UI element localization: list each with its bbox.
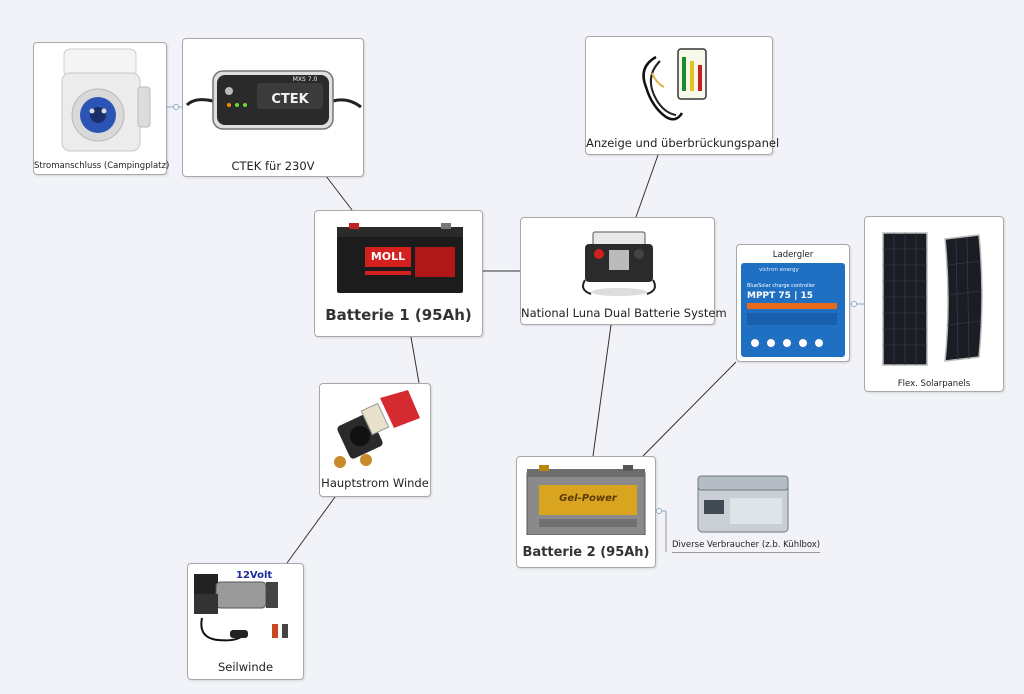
- battery2-brand: Gel-Power: [559, 493, 617, 504]
- node-national-luna[interactable]: National Luna Dual Batterie System: [520, 217, 727, 325]
- edge-display-luna: [635, 154, 659, 218]
- node-shore-power[interactable]: Stromanschluss (Campingplatz): [33, 42, 170, 175]
- node-ctek[interactable]: CTEK MXS 7.0 CTEK für 230V: [182, 38, 364, 177]
- charge-controller-connector[interactable]: [851, 301, 857, 307]
- node-main-switch[interactable]: Hauptstrom Winde: [319, 383, 431, 497]
- solar-label: Flex. Solarpanels: [897, 379, 971, 389]
- main-switch-image: [320, 388, 430, 472]
- ctek-label: CTEK für 230V: [231, 159, 315, 173]
- charge-controller-line: BlueSolar charge controller: [747, 283, 816, 289]
- node-battery1[interactable]: MOLL Batterie 1 (95Ah): [314, 210, 483, 337]
- ctek-brand-text: CTEK: [271, 92, 309, 107]
- shore-power-socket-image: [34, 45, 166, 157]
- winch-image: 12Volt: [188, 568, 303, 654]
- battery1-label: Batterie 1 (95Ah): [325, 306, 472, 324]
- edge-ctek-battery1: [325, 175, 353, 211]
- battery2-image: Gel-Power: [517, 465, 655, 536]
- node-solar[interactable]: Flex. Solarpanels: [864, 216, 1004, 392]
- edge-battery1-switch: [410, 336, 420, 384]
- ctek-charger-image: CTEK MXS 7.0: [183, 57, 363, 151]
- node-charge-controller[interactable]: Ladergler victron energy BlueSolar charg…: [736, 244, 850, 362]
- display-panel-image: [586, 43, 772, 127]
- charge-controller-model: MPPT 75 | 15: [747, 291, 814, 301]
- edge-switch-winch: [286, 496, 336, 564]
- consumers-image[interactable]: [694, 470, 792, 536]
- charge-controller-image: victron energy BlueSolar charge controll…: [737, 263, 849, 359]
- battery1-image: MOLL: [315, 223, 482, 295]
- national-luna-image: [521, 224, 714, 298]
- battery2-connector[interactable]: [656, 508, 662, 514]
- winch-label: Seilwinde: [217, 660, 274, 674]
- edge-controller-battery2: [642, 361, 737, 457]
- edge-luna-battery2: [592, 324, 612, 457]
- battery2-label: Batterie 2 (95Ah): [522, 545, 650, 560]
- national-luna-label: National Luna Dual Batterie System: [521, 306, 727, 320]
- charge-controller-brand: victron energy: [759, 267, 799, 273]
- shore-power-label: Stromanschluss (Campingplatz): [34, 161, 170, 171]
- ctek-model-text: MXS 7.0: [293, 76, 318, 83]
- main-switch-label: Hauptstrom Winde: [321, 476, 429, 490]
- battery1-brand: MOLL: [370, 250, 406, 263]
- consumers-label[interactable]: Diverse Verbraucher (z.b. Kühlbox): [672, 540, 821, 553]
- node-battery2[interactable]: Gel-Power Batterie 2 (95Ah): [516, 456, 656, 568]
- shore-power-connector[interactable]: [173, 104, 179, 110]
- solar-panels-image: [865, 225, 1003, 373]
- charge-controller-label: Ladergler: [772, 250, 814, 260]
- winch-badge: 12Volt: [236, 570, 273, 581]
- display-panel-label: Anzeige und überbrückungspanel: [586, 136, 780, 150]
- node-winch[interactable]: 12Volt Seilwinde: [187, 563, 304, 680]
- node-display-panel[interactable]: Anzeige und überbrückungspanel: [585, 36, 780, 155]
